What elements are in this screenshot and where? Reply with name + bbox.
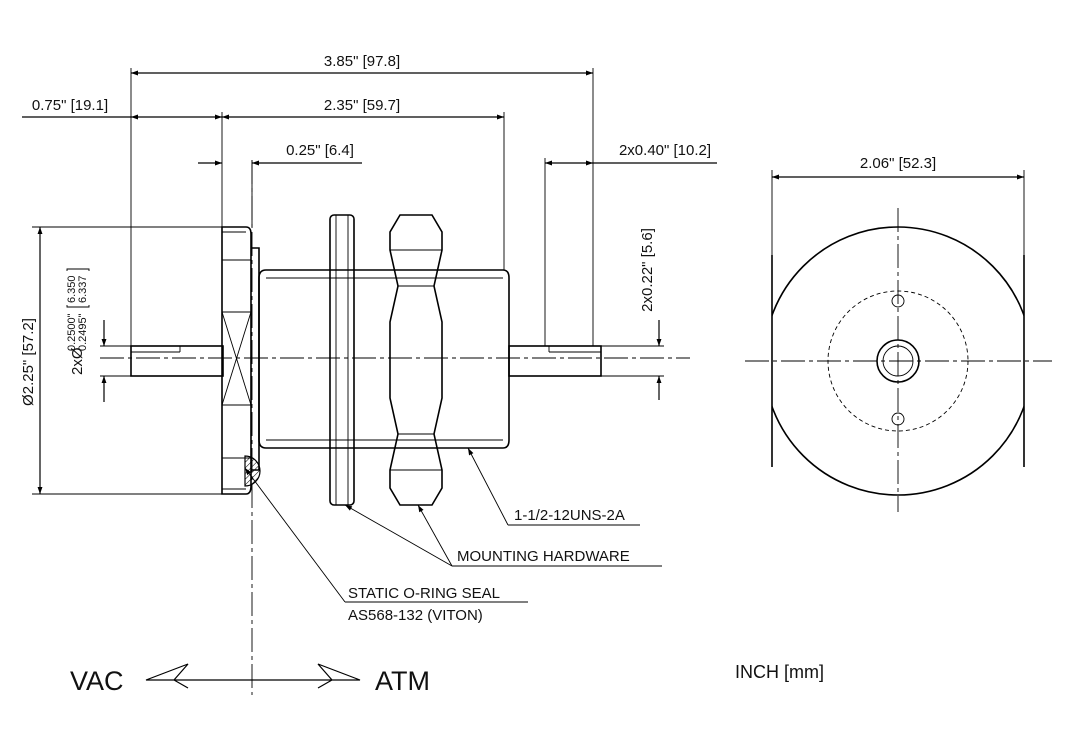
oring-seal bbox=[244, 455, 261, 487]
callouts: 1-1/2-12UNS-2A MOUNTING HARDWARE STATIC … bbox=[244, 447, 662, 624]
flange bbox=[221, 226, 260, 495]
oring-callout-line2: AS568-132 (VITON) bbox=[348, 607, 483, 624]
atm-label: ATM bbox=[375, 666, 430, 696]
pin-diameter-lower-in: 0.2495" bbox=[77, 313, 89, 351]
pin-diameter-lower-mm: 6.337 bbox=[77, 275, 89, 303]
mounting-hardware-callout: MOUNTING HARDWARE bbox=[457, 548, 630, 565]
body-length-label: 2.35" [59.7] bbox=[324, 97, 400, 114]
side-view-dimensions: 3.85" [97.8] 0.75" [19.1] 2.35" [59.7] 0… bbox=[20, 53, 717, 495]
hex-nut bbox=[389, 214, 443, 506]
atm-pin-length-label: 2x0.40" [10.2] bbox=[619, 142, 711, 159]
side-view bbox=[100, 160, 690, 695]
overall-length-label: 3.85" [97.8] bbox=[324, 53, 400, 70]
atm-pin bbox=[508, 345, 602, 377]
pin-diameter-prefix: 2xØ bbox=[69, 347, 86, 375]
mounting-washer bbox=[329, 214, 355, 506]
threaded-body bbox=[258, 269, 510, 449]
oring-callout-line1: STATIC O-RING SEAL bbox=[348, 585, 500, 602]
atm-arrow-icon bbox=[252, 663, 361, 689]
vac-pin bbox=[130, 345, 224, 377]
pin-diameter-upper-in: 0.2500" bbox=[66, 313, 78, 351]
vac-pin-length-label: 0.75" [19.1] bbox=[32, 97, 108, 114]
flange-thickness-label: 0.25" [6.4] bbox=[286, 142, 354, 159]
thread-callout: 1-1/2-12UNS-2A bbox=[514, 507, 625, 524]
flange-diameter-label: Ø2.25" [57.2] bbox=[20, 318, 37, 406]
pin-spacing-label: 2x0.22" [5.6] bbox=[639, 228, 656, 312]
vac-label: VAC bbox=[70, 666, 124, 696]
units-note: INCH [mm] bbox=[735, 662, 824, 682]
end-view-width-label: 2.06" [52.3] bbox=[860, 155, 936, 172]
vac-arrow-icon bbox=[145, 663, 252, 689]
pin-diameter-upper-mm: 6.350 bbox=[66, 275, 78, 303]
end-view: 2.06" [52.3] bbox=[745, 155, 1052, 512]
pressure-side-legend: VAC ATM bbox=[70, 663, 430, 696]
